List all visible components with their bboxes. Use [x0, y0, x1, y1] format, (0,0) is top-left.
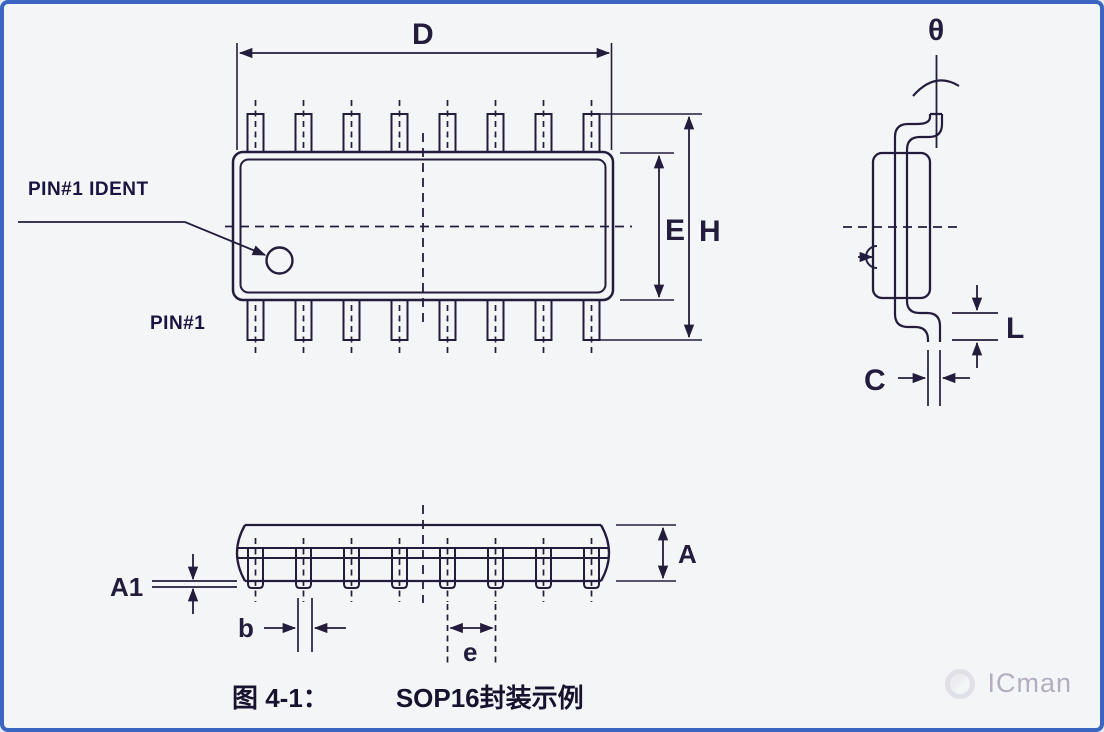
dim-e — [446, 604, 497, 664]
dim-b — [264, 598, 346, 652]
icman-logo-icon — [945, 668, 976, 699]
front-pin-centerlines — [254, 538, 593, 602]
dim-A — [616, 524, 676, 582]
dim-label-theta: θ — [928, 14, 944, 47]
lead-left-edge — [893, 114, 932, 342]
top-view — [18, 43, 702, 353]
theta-angle-arc — [912, 79, 960, 97]
dim-A1 — [152, 554, 237, 614]
watermark-text: ICman — [987, 668, 1072, 698]
dim-C — [898, 350, 970, 406]
dim-label-E: E — [665, 214, 685, 247]
dim-label-e: e — [463, 637, 477, 667]
front-view-pins — [247, 548, 600, 589]
dim-L — [952, 285, 998, 368]
dim-E-H — [598, 113, 702, 341]
pin1-ident-label: PIN#1 IDENT — [28, 179, 149, 200]
dim-label-C: C — [864, 364, 886, 397]
pin1-label: PIN#1 — [150, 313, 205, 334]
dim-label-A: A — [678, 539, 697, 569]
lead-right-edge — [905, 114, 944, 342]
figure-title: SOP16封装示例 — [395, 683, 584, 713]
dim-label-L: L — [1006, 312, 1024, 345]
dim-D — [236, 43, 613, 150]
dim-label-b: b — [238, 613, 254, 643]
watermark: ICman — [945, 668, 1072, 699]
side-view — [843, 55, 998, 406]
front-view — [152, 505, 676, 664]
pin1-leader-line — [18, 221, 267, 256]
side-body-outline — [871, 151, 932, 300]
figure-caption: 图 4-1： SOP16封装示例 — [232, 678, 584, 715]
dim-label-H: H — [699, 215, 721, 248]
dim-label-D: D — [412, 18, 434, 51]
dim-label-A1: A1 — [110, 572, 143, 602]
pin1-ident-circle — [265, 246, 294, 275]
figure-number: 图 4-1： — [232, 683, 329, 713]
